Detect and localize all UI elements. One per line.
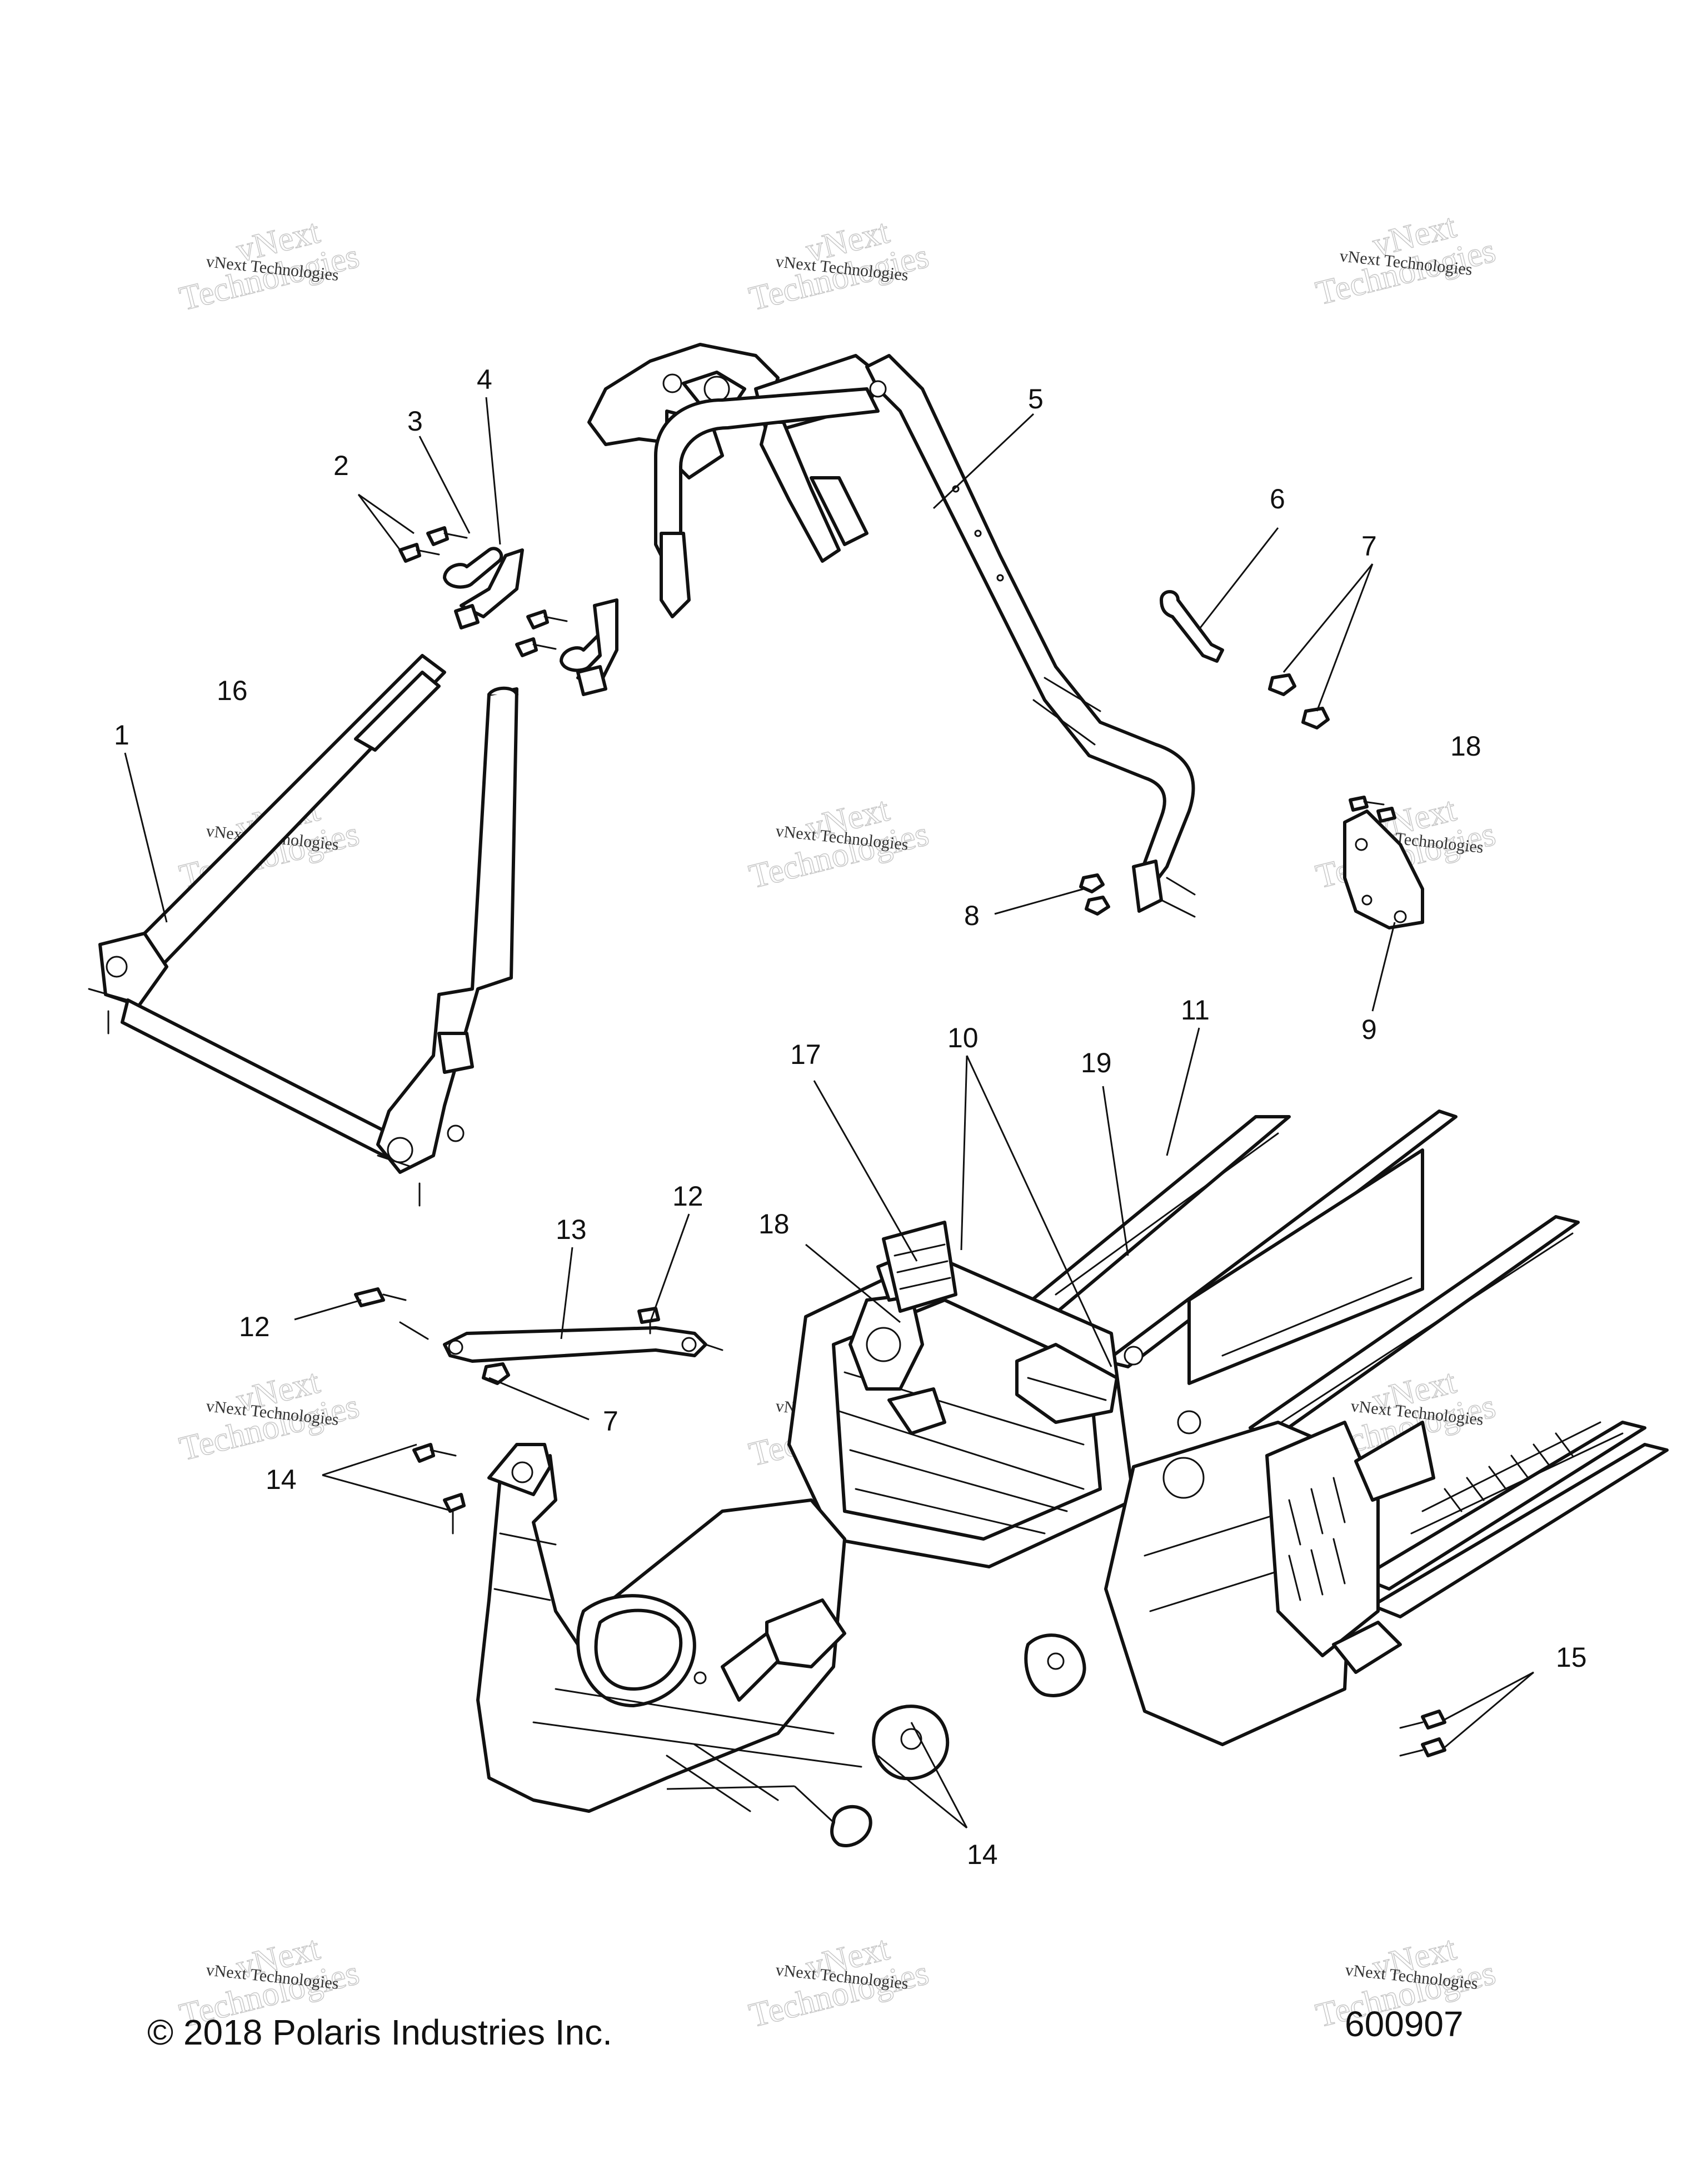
callout-9: 9	[1361, 1014, 1377, 1045]
callout-10: 10	[947, 1022, 979, 1053]
part-2-3-4-mount-brackets	[398, 526, 618, 696]
callout-7-lower: 7	[603, 1406, 618, 1437]
callout-1: 1	[114, 719, 129, 751]
callout-14-upper: 14	[266, 1464, 297, 1495]
callout-labels: 1 2 3 4 5 6 7 8 9 10 11 12 12 13 7 14 14…	[114, 364, 1587, 1870]
callout-18-lower: 18	[758, 1208, 790, 1240]
callout-14-lower: 14	[967, 1839, 998, 1870]
callout-3: 3	[407, 406, 423, 437]
callout-12-right: 12	[672, 1181, 703, 1212]
callout-4: 4	[477, 364, 492, 395]
main-chassis-assembly	[476, 1110, 1669, 1847]
callout-7-upper: 7	[1361, 531, 1377, 562]
part-5-upper-support-hoop	[587, 343, 1196, 918]
part-13-tie-rod	[354, 1287, 723, 1385]
callout-13: 13	[556, 1214, 587, 1245]
callout-12-left: 12	[239, 1311, 270, 1342]
callout-17: 17	[790, 1039, 821, 1070]
callout-2: 2	[333, 450, 349, 481]
part-9-bracket-plate	[1343, 796, 1424, 929]
part-14-15-fasteners	[412, 1443, 1446, 1757]
part-1-front-frame-assembly	[88, 654, 518, 1207]
diagram-number: 600907	[1345, 2004, 1464, 2044]
callout-6: 6	[1270, 483, 1285, 514]
callout-8: 8	[964, 900, 980, 931]
callout-15: 15	[1556, 1642, 1587, 1673]
watermark-layer: Technologies vNext vNext Technologies Te…	[176, 207, 1500, 2035]
part-6-7-8-hardware	[1079, 590, 1330, 916]
callout-11: 11	[1181, 994, 1210, 1026]
callout-19: 19	[1081, 1047, 1112, 1078]
callout-18-upper: 18	[1450, 731, 1481, 762]
callout-16: 16	[217, 675, 248, 706]
callout-5: 5	[1028, 383, 1044, 414]
leader-lines	[124, 397, 1534, 1829]
copyright-text: © 2018 Polaris Industries Inc.	[147, 2012, 612, 2052]
